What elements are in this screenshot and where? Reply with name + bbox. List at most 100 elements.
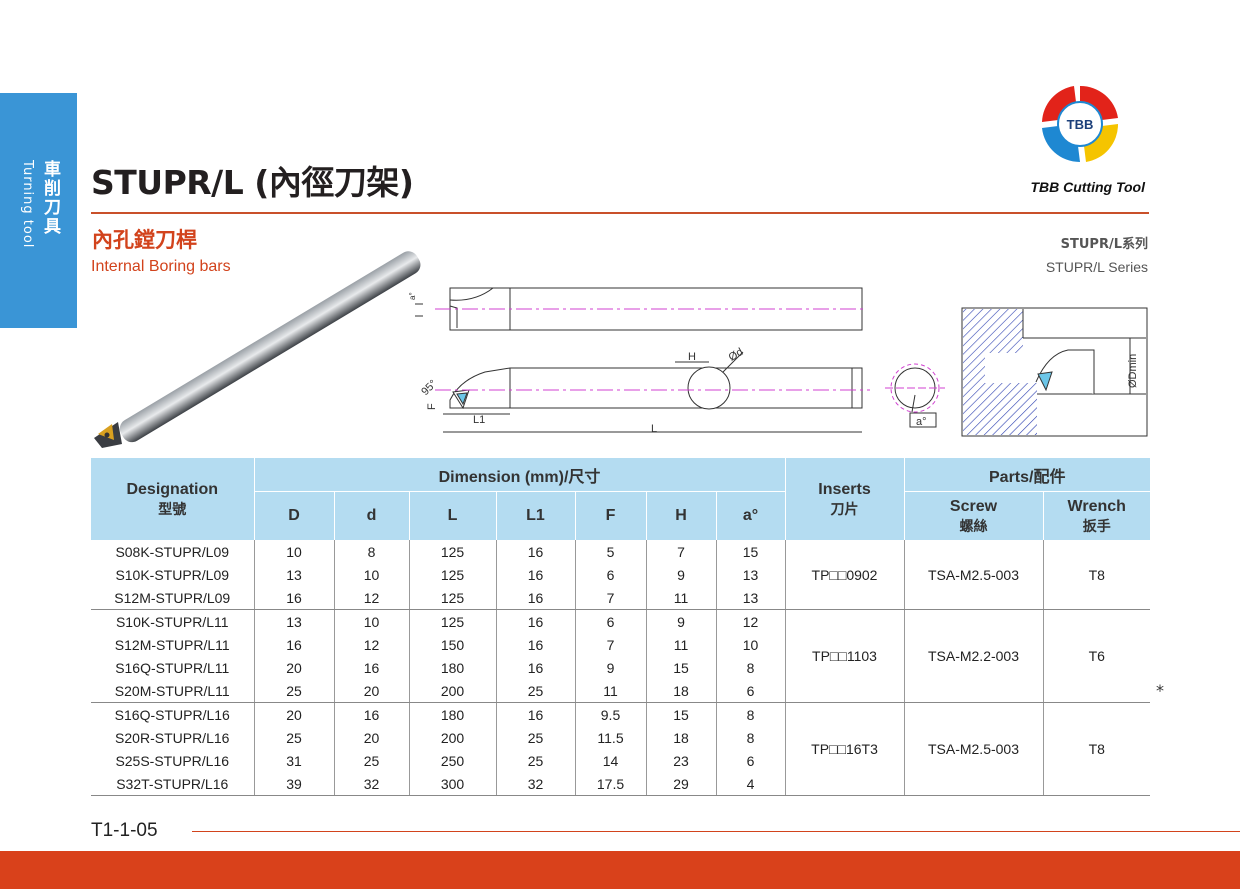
page-title: STUPR/L (內徑刀架) (91, 163, 414, 202)
table-row: S32T-STUPR/L16 39 32 300 32 17.5 29 4 (91, 772, 1150, 796)
value-cell: 20 (333, 726, 409, 749)
series-label-en: STUPR/L Series (1045, 259, 1148, 275)
inserts-header: Inserts 刀片 (784, 458, 904, 540)
value-cell: 12 (715, 609, 785, 633)
value-cell: 12 (333, 633, 409, 656)
value-cell: 9 (574, 656, 646, 679)
value-cell: 23 (645, 749, 716, 772)
value-cell: 9 (645, 563, 716, 586)
screw-cell: TSA-M2.5-003 (903, 702, 1043, 796)
wrench-cell: T8 (1042, 540, 1150, 610)
value-cell: 11 (645, 633, 716, 656)
value-cell: 25 (495, 726, 575, 749)
designation-cell: S20M-STUPR/L11 (91, 679, 254, 703)
svg-text:L: L (651, 423, 657, 435)
svg-text:L1: L1 (473, 414, 485, 426)
footnote-asterisk: * (1156, 681, 1164, 700)
value-cell: 32 (495, 772, 575, 796)
designation-cell: S12M-STUPR/L11 (114, 636, 230, 653)
value-cell: 7 (645, 540, 716, 563)
table-row: S08K-STUPR/L09 10 8 125 16 5 7 15 TP□□09… (91, 540, 1150, 610)
value-cell: 14 (574, 749, 646, 772)
value-cell: 13 (715, 563, 785, 586)
subtitle-zh: 內孔鏜刀桿 (92, 228, 197, 252)
value-cell: 5 (574, 540, 646, 563)
designation-cell: S12M-STUPR/L09 (91, 586, 254, 610)
wrench-header: Wrench 扳手 (1042, 491, 1150, 540)
value-cell: 16 (253, 586, 334, 610)
value-cell: 150 (408, 633, 496, 656)
col-header-F: F (574, 491, 646, 540)
series-label-zh: STUPR/L系列 (1060, 237, 1148, 252)
value-cell: 20 (333, 679, 409, 703)
brand-name: TBB Cutting Tool (1030, 179, 1145, 195)
value-cell: 13 (253, 563, 334, 586)
value-cell: 25 (333, 749, 409, 772)
svg-text:a°: a° (408, 292, 417, 300)
min-bore-diagram: ØDmin (961, 307, 1148, 437)
table-row: S12M-STUPR/L11 16 12 150 16 7 11 10 (91, 633, 1150, 656)
value-cell: 7 (574, 586, 646, 610)
value-cell: 20 (253, 702, 334, 726)
value-cell: 125 (408, 609, 496, 633)
value-cell: 11 (645, 586, 716, 610)
value-cell: 10 (333, 609, 409, 633)
value-cell: 11.5 (574, 726, 646, 749)
value-cell: 20 (253, 656, 334, 679)
value-cell: 250 (408, 749, 496, 772)
table-row: S12M-STUPR/L09 16 12 125 16 7 11 13 (91, 586, 1150, 610)
side-category-tab (0, 93, 77, 328)
value-cell: 16 (495, 656, 575, 679)
value-cell: 15 (645, 656, 716, 679)
specification-table: Designation 型號 Dimension (mm)/尺寸 Inserts… (91, 458, 1150, 796)
col-header-D: D (253, 491, 334, 540)
value-cell: 6 (715, 679, 785, 703)
designation-header: Designation 型號 (91, 458, 254, 540)
subtitle-en: Internal Boring bars (91, 258, 231, 275)
page-code: T1-1-05 (91, 820, 158, 841)
title-divider (91, 212, 1149, 214)
value-cell: 6 (715, 749, 785, 772)
table-row: S16Q-STUPR/L11 20 16 180 16 9 15 8 (91, 656, 1150, 679)
value-cell: 15 (715, 540, 785, 563)
side-tab-label-zh: 車削刀具 (40, 160, 60, 236)
insert-cell: TP□□16T3 (784, 702, 904, 796)
value-cell: 6 (574, 609, 646, 633)
svg-text:95°: 95° (419, 378, 439, 398)
value-cell: 12 (333, 586, 409, 610)
designation-cell: S16Q-STUPR/L11 (115, 659, 230, 676)
footer-divider (192, 831, 1240, 832)
boring-bar-photo (94, 251, 421, 448)
value-cell: 200 (408, 679, 496, 703)
value-cell: 16 (253, 633, 334, 656)
col-header-d: d (333, 491, 409, 540)
value-cell: 25 (495, 679, 575, 703)
wrench-cell: T6 (1042, 609, 1150, 703)
value-cell: 25 (253, 679, 334, 703)
technical-drawing: a° H Ød 95° F L1 L (408, 287, 870, 435)
value-cell: 9 (645, 609, 716, 633)
value-cell: 10 (333, 563, 409, 586)
value-cell: 16 (495, 702, 575, 726)
svg-text:a°: a° (916, 416, 927, 428)
value-cell: 10 (715, 633, 785, 656)
value-cell: 39 (253, 772, 334, 796)
value-cell: 7 (574, 633, 646, 656)
table-row: S25S-STUPR/L16 31 25 250 25 14 23 6 (91, 749, 1150, 772)
value-cell: 16 (495, 563, 575, 586)
designation-cell: S32T-STUPR/L16 (91, 772, 254, 796)
col-header-H: H (645, 491, 716, 540)
screw-cell: TSA-M2.2-003 (903, 609, 1043, 703)
value-cell: 180 (408, 702, 496, 726)
value-cell: 16 (495, 586, 575, 610)
screw-cell: TSA-M2.5-003 (903, 540, 1043, 610)
table-row: S20M-STUPR/L11 25 20 200 25 11 18 6 (91, 679, 1150, 703)
col-header-L: L (408, 491, 496, 540)
value-cell: 300 (408, 772, 496, 796)
value-cell: 180 (408, 656, 496, 679)
insert-cell: TP□□0902 (784, 540, 904, 610)
svg-text:ØDmin: ØDmin (1127, 354, 1139, 388)
value-cell: 10 (253, 540, 334, 563)
col-header-a: a° (715, 491, 785, 540)
value-cell: 31 (253, 749, 334, 772)
